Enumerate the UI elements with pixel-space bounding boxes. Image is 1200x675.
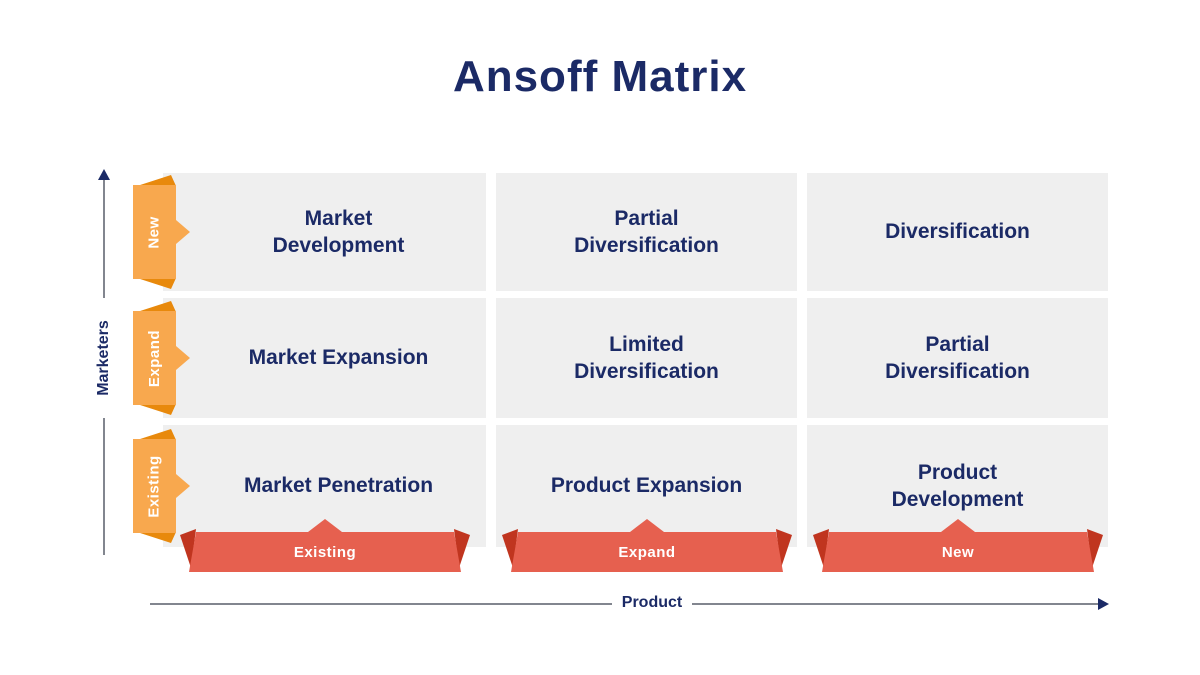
x-axis-line-right <box>692 603 1100 605</box>
y-axis-arrow-up-icon <box>98 169 110 180</box>
banner-ribbon-icon <box>180 519 470 572</box>
banner-ribbon-icon <box>502 519 792 572</box>
y-axis-line-upper <box>103 180 105 298</box>
banner-ribbon-icon <box>813 519 1103 572</box>
x-axis-arrow-right-icon <box>1098 598 1109 610</box>
col-banner-label: New <box>941 543 975 561</box>
col-banner-new: New <box>813 518 1103 573</box>
cell-product-expansion: Product Expansion <box>496 425 797 547</box>
cell-diversification: Diversification <box>807 173 1108 291</box>
matrix-grid: Market Development Partial Diversificati… <box>163 173 1108 547</box>
row-ribbon-label: Existing <box>146 454 164 518</box>
cell-market-development: Market Development <box>163 173 486 291</box>
row-ribbon-expand: Expand <box>133 300 190 416</box>
cell-limited-diversification: Limited Diversification <box>496 298 797 418</box>
x-axis-label: Product <box>621 594 683 611</box>
ribbon-banner-icon <box>133 301 190 415</box>
ribbon-banner-icon <box>133 175 190 289</box>
row-ribbon-label: New <box>146 215 163 249</box>
cell-partial-diversification-mid: Partial Diversification <box>807 298 1108 418</box>
y-axis-label-wrap: Marketers <box>82 298 126 418</box>
y-axis-label: Marketers <box>95 320 113 396</box>
col-banner-expand: Expand <box>502 518 792 573</box>
col-banner-label: Expand <box>618 543 676 561</box>
row-ribbon-new: New <box>133 174 190 290</box>
cell-market-expansion: Market Expansion <box>163 298 486 418</box>
diagram-title: Ansoff Matrix <box>452 52 748 101</box>
row-ribbon-label: Expand <box>146 329 163 387</box>
y-axis-line-lower <box>103 418 105 555</box>
col-banner-existing: Existing <box>180 518 470 573</box>
ribbon-banner-icon <box>133 429 190 543</box>
cell-partial-diversification-top: Partial Diversification <box>496 173 797 291</box>
col-banner-label: Existing <box>293 543 357 561</box>
row-ribbon-existing: Existing <box>133 428 190 544</box>
x-axis-line-left <box>150 603 612 605</box>
